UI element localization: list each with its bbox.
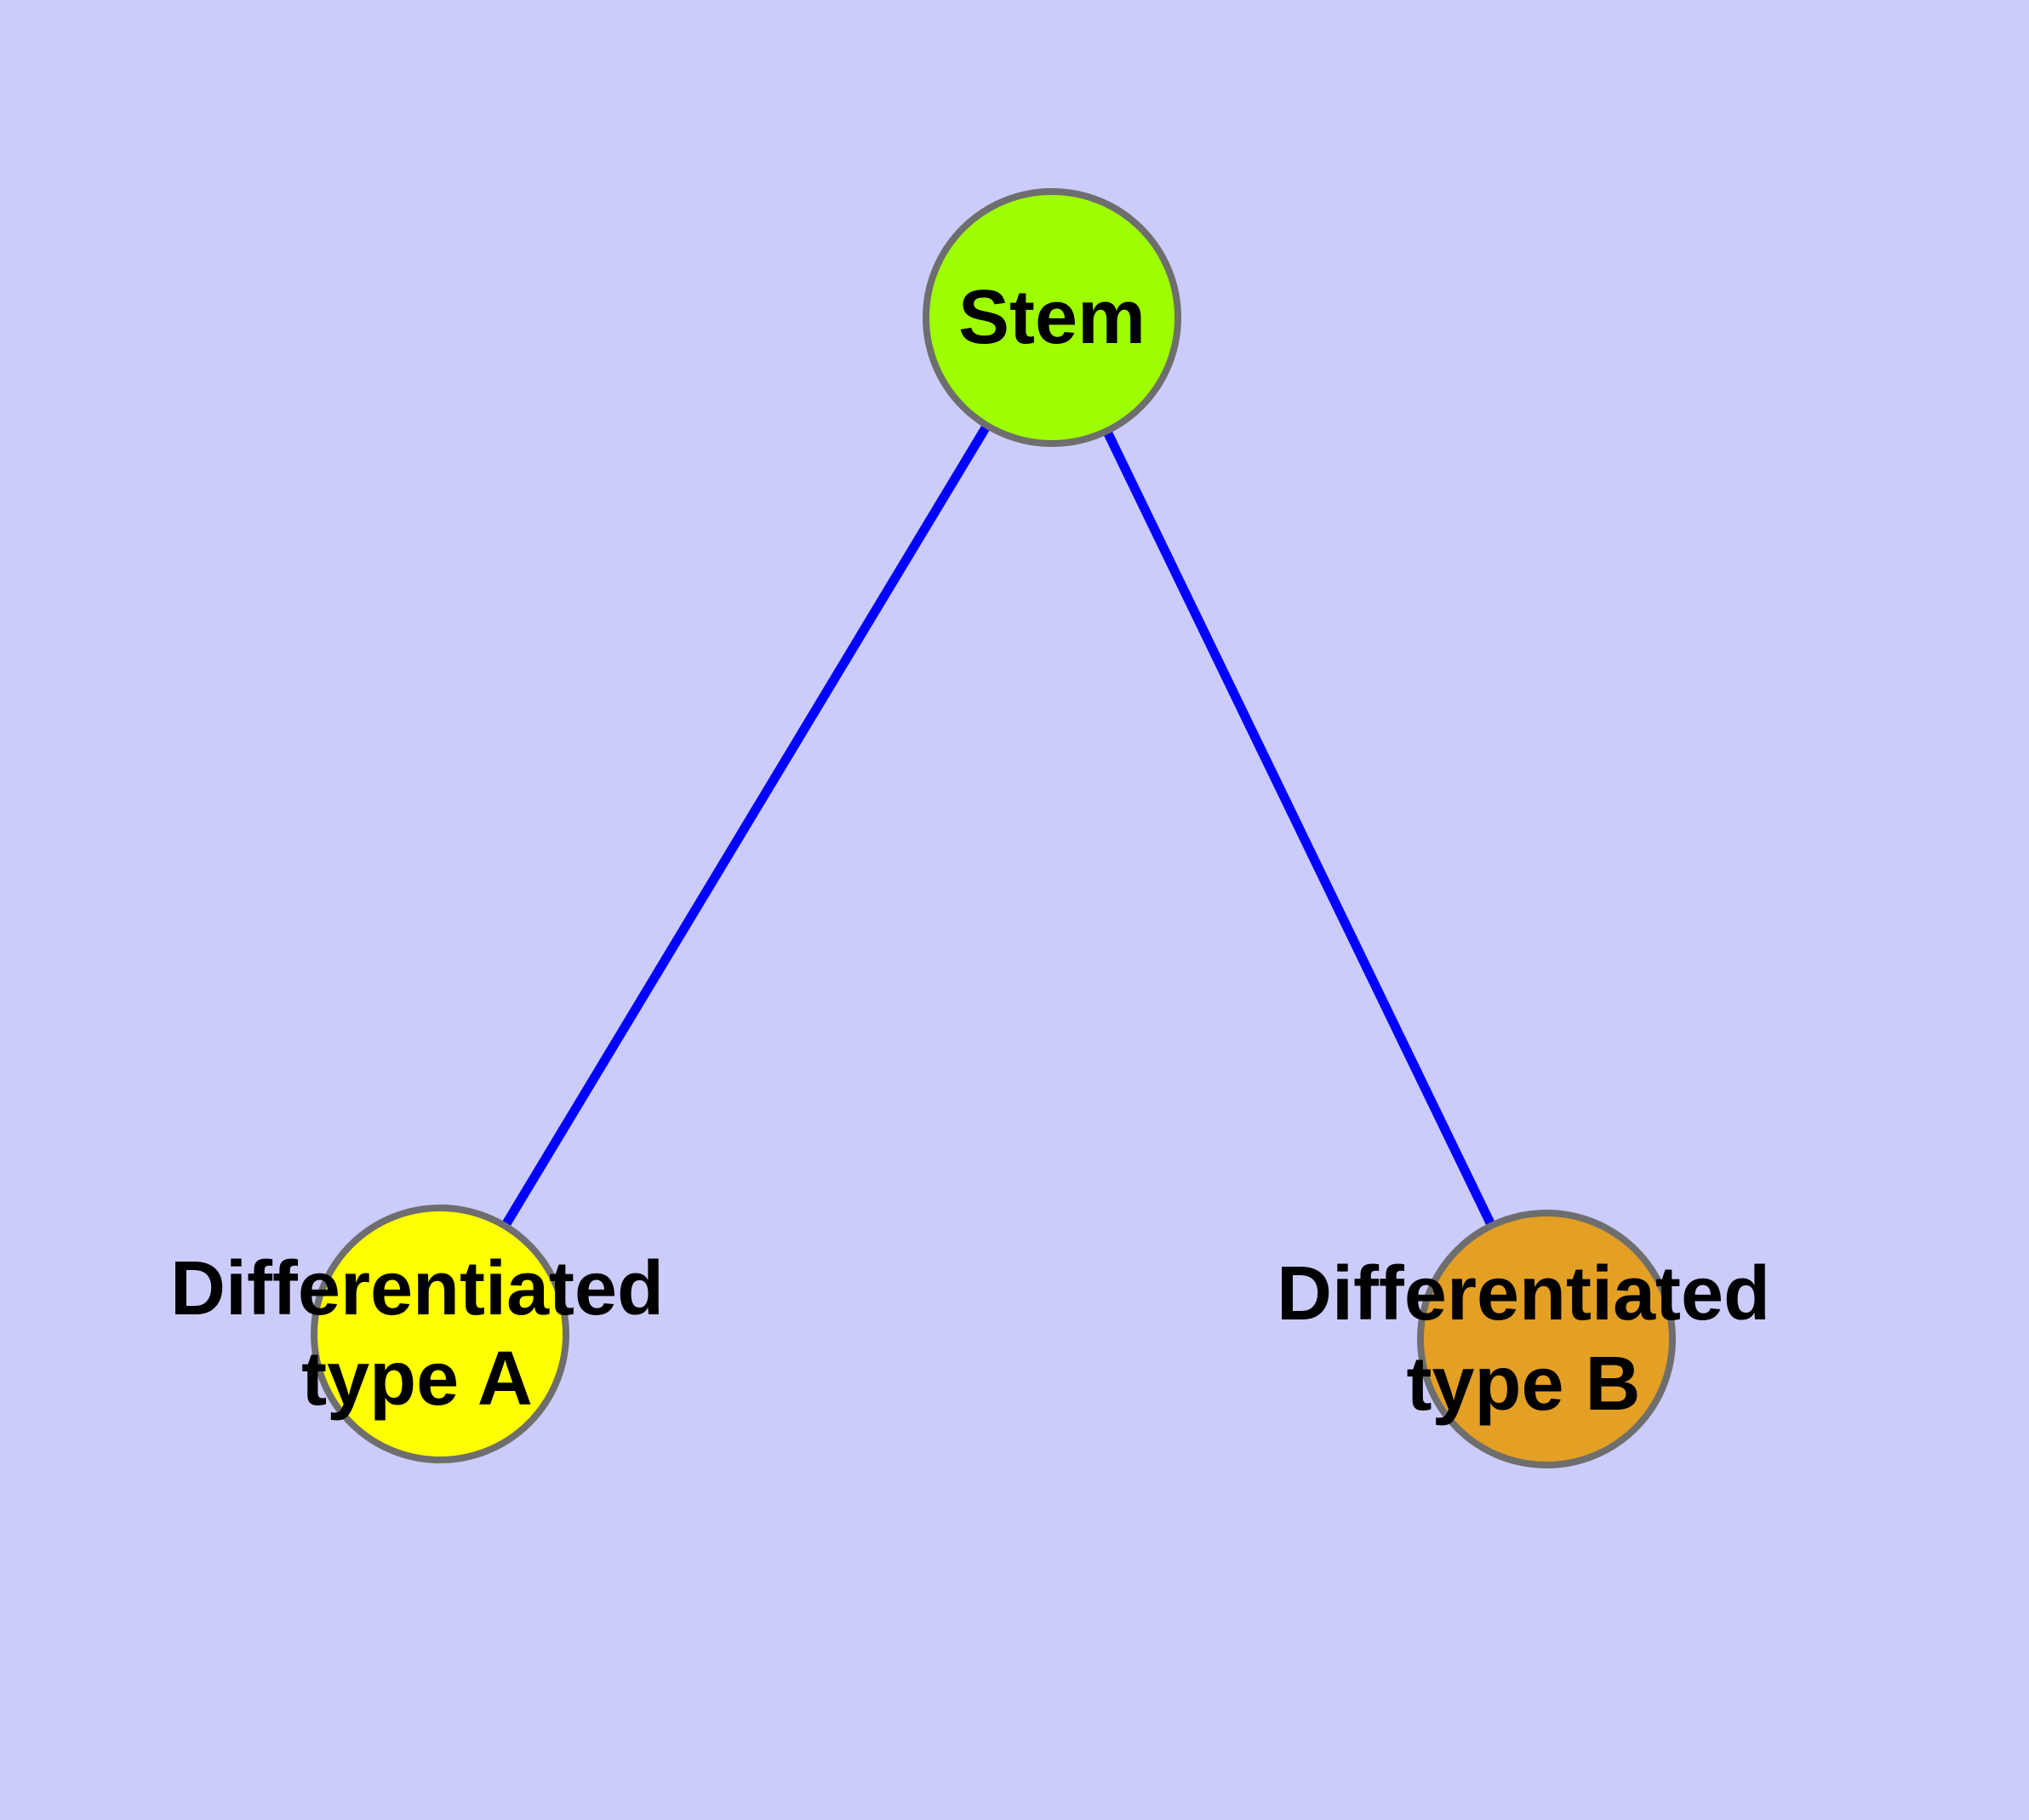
node-label-diff_a-line-1: Differentiated: [170, 1246, 664, 1331]
node-label-diff_a-line-2: type A: [301, 1336, 533, 1422]
graph-node-stem[interactable]: [923, 188, 1181, 447]
graph-node-diff_b[interactable]: [1417, 1210, 1676, 1468]
node-label-stem: Stem: [958, 275, 1146, 360]
node-label-diff_b-line-1: Differentiated: [1277, 1251, 1770, 1336]
edge-layer: [436, 315, 1551, 1342]
node-layer: [311, 188, 1676, 1468]
graph-node-diff_a[interactable]: [311, 1205, 569, 1463]
graph-edge-stem-to-b: [1048, 315, 1551, 1342]
graph-edge-stem-to-a: [436, 315, 1056, 1336]
node-label-diff_b-line-2: type B: [1406, 1342, 1640, 1427]
